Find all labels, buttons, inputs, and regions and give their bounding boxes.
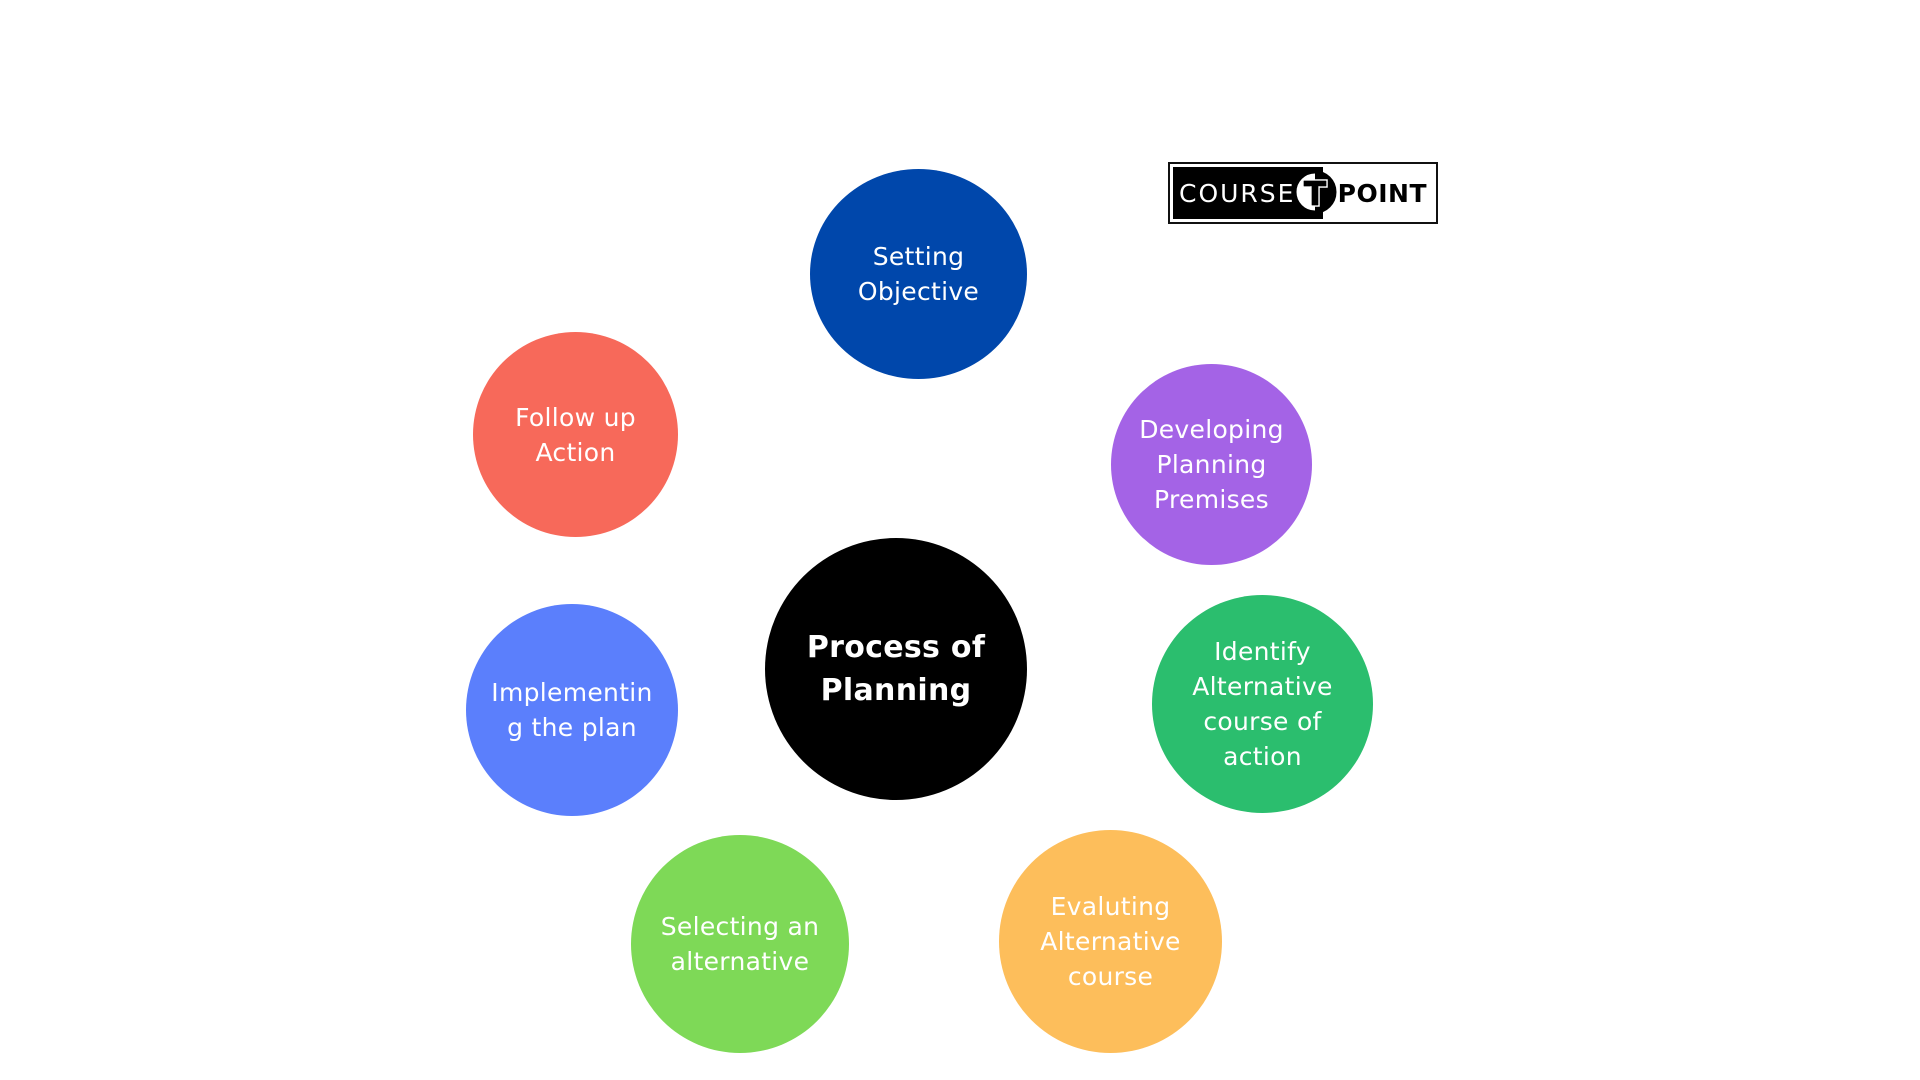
logo-t-mark-icon — [1293, 170, 1337, 214]
step-node-setting-objective: Setting Objective — [810, 169, 1027, 379]
center-node-label: Process of Planning — [806, 630, 986, 708]
step-node-developing-planning-premises: Developing Planning Premises — [1111, 364, 1312, 565]
step-label-setting-objective: Setting Objective — [857, 242, 980, 306]
step-node-implementing-plan: Implementin g the plan — [466, 604, 678, 816]
step-label-selecting-alternative: Selecting an alternative — [660, 912, 820, 976]
coursepoint-logo: COURSE POINT — [1168, 162, 1438, 224]
step-label-implementing-plan: Implementin g the plan — [491, 678, 653, 742]
center-node-process-of-planning: Process of Planning — [765, 538, 1027, 800]
logo-point-text: POINT — [1337, 178, 1427, 208]
step-node-selecting-alternative: Selecting an alternative — [631, 835, 849, 1053]
step-node-identify-alternative-course: Identify Alternative course of action — [1152, 595, 1373, 813]
step-label-identify-alternative-course: Identify Alternative course of action — [1192, 637, 1333, 771]
step-label-developing-planning-premises: Developing Planning Premises — [1139, 415, 1284, 514]
step-label-evaluating-alternative-course: Evaluting Alternative course — [1040, 892, 1181, 991]
step-node-follow-up-action: Follow up Action — [473, 332, 678, 537]
step-node-evaluating-alternative-course: Evaluting Alternative course — [999, 830, 1222, 1053]
step-label-follow-up-action: Follow up Action — [515, 402, 636, 467]
